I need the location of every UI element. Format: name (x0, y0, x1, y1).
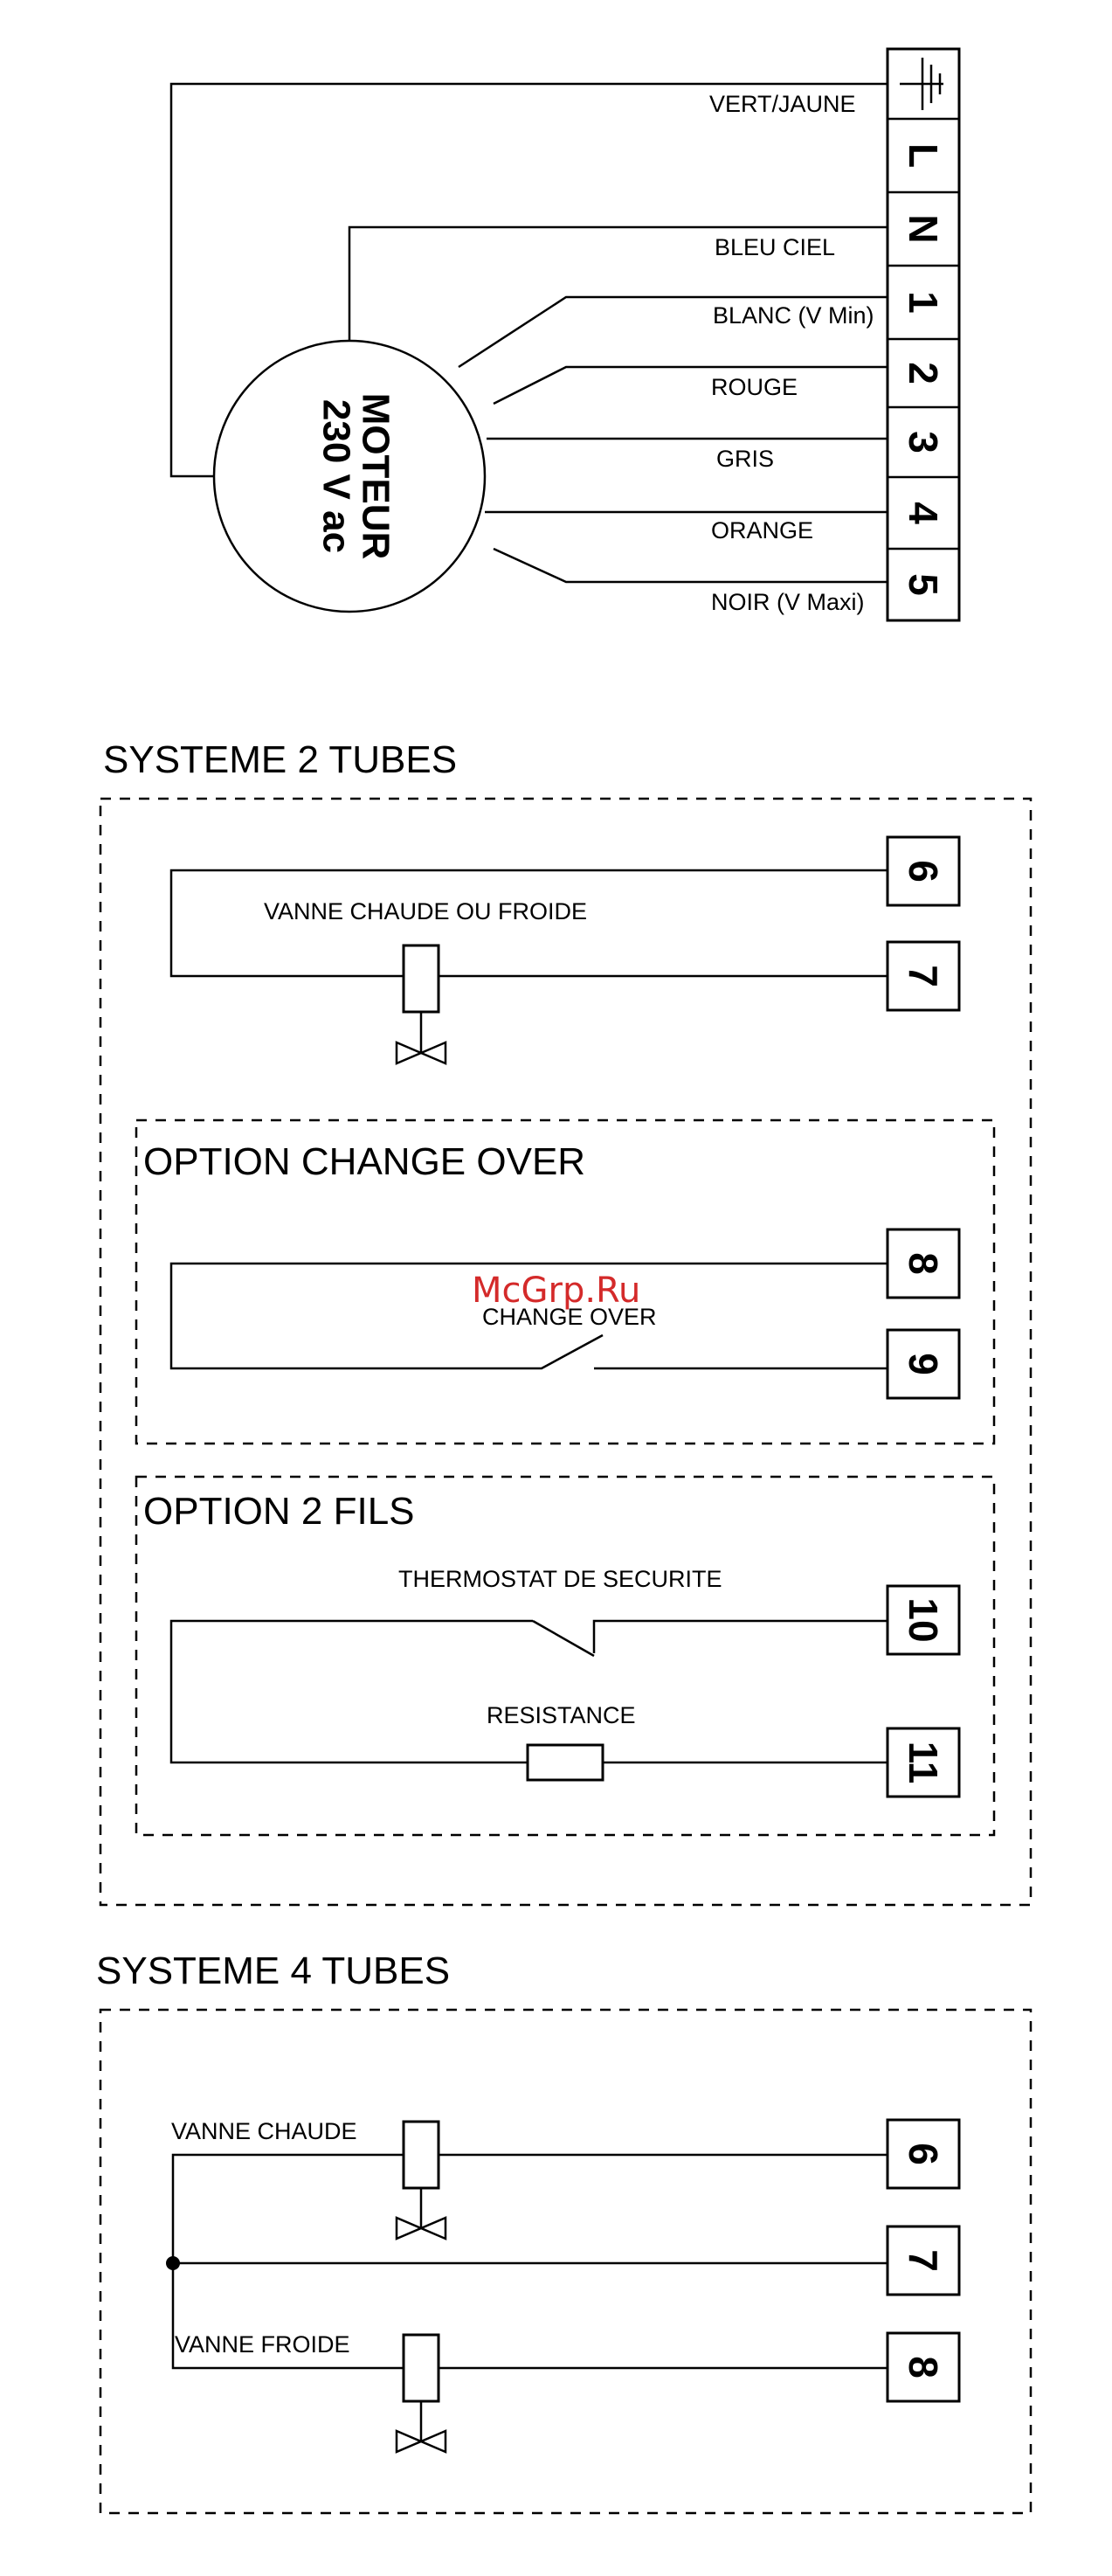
junction-dot (166, 2256, 180, 2270)
terminal-3: 3 (901, 431, 946, 454)
change-over-option: OPTION CHANGE OVER 8 9 CHANGE OVER McGrp… (136, 1120, 994, 1444)
wire-vert-jaune (171, 84, 888, 476)
motor-terminal-strip (888, 49, 959, 620)
terminal-5: 5 (901, 573, 946, 596)
terminal-L: L (901, 143, 946, 168)
terminal-1: 1 (901, 291, 946, 314)
terminal-4: 4 (901, 502, 946, 524)
system-4-tubes-section: SYSTEME 4 TUBES 6 7 8 VANNE CHAUDE VANNE… (96, 1949, 1031, 2513)
co-terminal-8-label: 8 (901, 1252, 946, 1275)
cold-valve-icon (397, 2335, 445, 2452)
wire-label-gris: GRIS (716, 446, 774, 472)
s4-terminal-8-label: 8 (901, 2356, 946, 2379)
wire-label-rouge: ROUGE (711, 374, 798, 400)
thermostat-label: THERMOSTAT DE SECURITE (398, 1566, 722, 1592)
terminal-N: N (901, 214, 946, 243)
system-2-title: SYSTEME 2 TUBES (103, 738, 457, 781)
tw-terminal-10-label: 10 (901, 1597, 946, 1642)
motor-voltage: 230 V ac (315, 399, 358, 553)
s2-terminal-7-label: 7 (901, 965, 946, 987)
two-wire-title: OPTION 2 FILS (143, 1490, 415, 1533)
tw-wire-right (594, 1621, 888, 1653)
motor-section: L N 1 2 3 4 5 MOTEUR 230 V ac VERT/JAUNE… (171, 49, 959, 620)
system-2-tubes-section: SYSTEME 2 TUBES 6 7 VANNE CHAUDE OU FROI… (100, 738, 1031, 1905)
s2-valve-label: VANNE CHAUDE OU FROIDE (264, 898, 587, 924)
s4-terminal-6-label: 6 (901, 2143, 946, 2165)
hot-valve-icon (397, 2122, 445, 2239)
thermostat-switch (533, 1621, 594, 1656)
watermark: McGrp.Ru (472, 1271, 640, 1311)
valve-icon (397, 945, 445, 1063)
cold-valve-label: VANNE FROIDE (175, 2331, 350, 2358)
wire-label-bleu-ciel: BLEU CIEL (715, 234, 835, 260)
wire-noir (494, 549, 888, 582)
wire-rouge (494, 367, 888, 404)
co-terminal-9-label: 9 (901, 1353, 946, 1375)
motor-label: MOTEUR (355, 393, 397, 560)
wire-label-noir: NOIR (V Maxi) (711, 589, 865, 615)
hot-valve-label: VANNE CHAUDE (171, 2118, 357, 2144)
two-wire-option: OPTION 2 FILS 10 11 THERMOSTAT DE SECURI… (136, 1477, 994, 1835)
wire-label-blanc: BLANC (V Min) (713, 302, 874, 329)
resistance-label: RESISTANCE (487, 1702, 636, 1728)
tw-terminal-11-label: 11 (901, 1742, 946, 1784)
wire-label-orange: ORANGE (711, 517, 813, 544)
wire-label-vert-jaune: VERT/JAUNE (709, 91, 856, 117)
resistance-icon (528, 1745, 603, 1780)
tw-wire-left (171, 1621, 533, 1762)
change-over-title: OPTION CHANGE OVER (143, 1140, 585, 1183)
s4-terminal-7-label: 7 (901, 2249, 946, 2272)
system-4-title: SYSTEME 4 TUBES (96, 1949, 450, 1992)
s2-terminal-6-label: 6 (901, 860, 946, 883)
terminal-2: 2 (901, 362, 946, 384)
